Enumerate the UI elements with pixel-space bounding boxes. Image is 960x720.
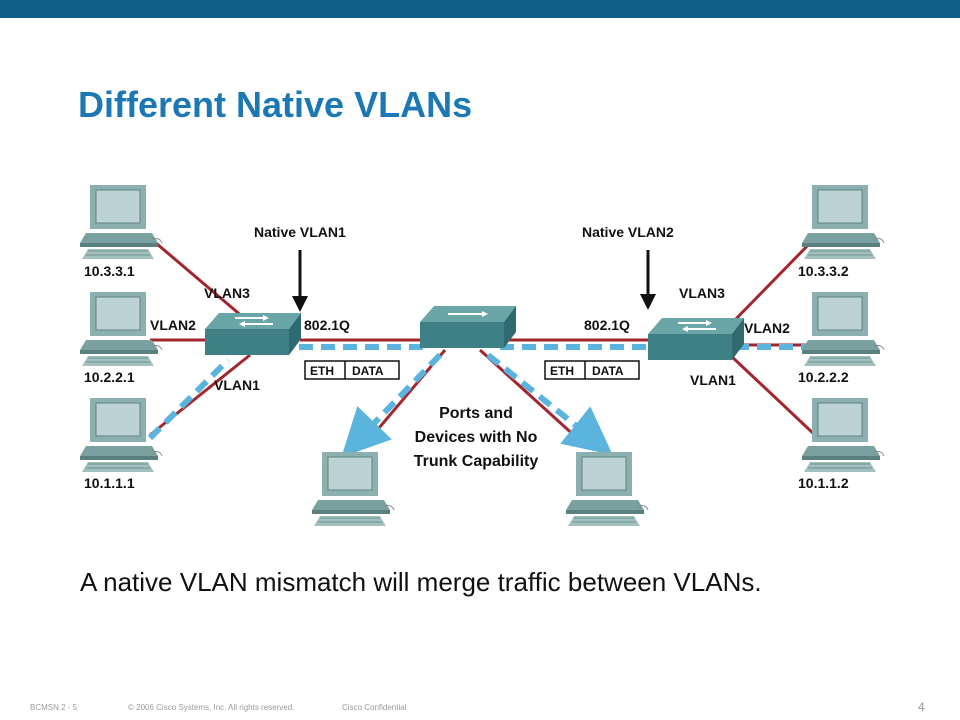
pc-icon[interactable] — [311, 451, 395, 527]
frame-left: ETH DATA — [304, 360, 400, 380]
vlan1-left-label: VLAN1 — [214, 377, 260, 393]
vlan3-right-label: VLAN3 — [679, 285, 725, 301]
footer-confidential: Cisco Confidential — [342, 703, 407, 712]
slide-title: Different Native VLANs — [78, 84, 473, 125]
link-left-top — [149, 236, 251, 325]
pc-icon[interactable] — [801, 291, 885, 367]
vlan1-right-label: VLAN1 — [690, 372, 736, 388]
vlan2-left-label: VLAN2 — [150, 317, 196, 333]
pc-icon[interactable] — [801, 184, 885, 260]
host-ip-label: 10.2.2.2 — [798, 369, 849, 385]
link-right-top — [728, 236, 817, 327]
arrow-down-icon — [640, 250, 656, 310]
host-ip-label: 10.2.2.1 — [84, 369, 135, 385]
frame-right: ETH DATA — [544, 360, 640, 380]
host-ip-label: 10.3.3.1 — [84, 263, 135, 279]
pc-icon[interactable] — [801, 397, 885, 473]
host-ip-label: 10.1.1.1 — [84, 475, 135, 491]
native-vlan-left-label: Native VLAN1 — [254, 224, 346, 240]
pc-icon[interactable] — [565, 451, 649, 527]
frame-data-label: DATA — [352, 364, 384, 378]
footer-course: BCMSN 2 - 5 — [30, 703, 78, 712]
dot1q-left-label: 802.1Q — [304, 317, 350, 333]
no-trunk-line3: Trunk Capability — [414, 453, 539, 470]
host-ip-label: 10.1.1.2 — [798, 475, 849, 491]
vlan3-left-label: VLAN3 — [204, 285, 250, 301]
switch-icon[interactable] — [647, 317, 745, 361]
page-number: 4 — [918, 700, 925, 714]
frame-eth-label: ETH — [550, 364, 574, 378]
footer-copyright: © 2006 Cisco Systems, Inc. All rights re… — [128, 703, 295, 712]
native-vlan-right-label: Native VLAN2 — [582, 224, 674, 240]
link-right-bot — [728, 353, 817, 437]
switch-icon[interactable] — [419, 305, 517, 349]
pc-icon[interactable] — [79, 184, 163, 260]
link-left-bot — [149, 353, 251, 437]
no-trunk-line2: Devices with No — [415, 429, 538, 446]
arrow-down-icon — [292, 250, 308, 312]
host-ip-label: 10.3.3.2 — [798, 263, 849, 279]
frame-data-label: DATA — [592, 364, 624, 378]
dot1q-right-label: 802.1Q — [584, 317, 630, 333]
frame-eth-label: ETH — [310, 364, 334, 378]
native-vlan-paths — [147, 344, 808, 458]
top-banner — [0, 0, 960, 18]
no-trunk-line1: Ports and — [439, 405, 513, 422]
switch-icon[interactable] — [204, 312, 302, 356]
no-trunk-label: Ports and Devices with No Trunk Capabili… — [414, 405, 539, 470]
vlan2-right-label: VLAN2 — [744, 320, 790, 336]
slide-caption: A native VLAN mismatch will merge traffi… — [80, 567, 762, 597]
